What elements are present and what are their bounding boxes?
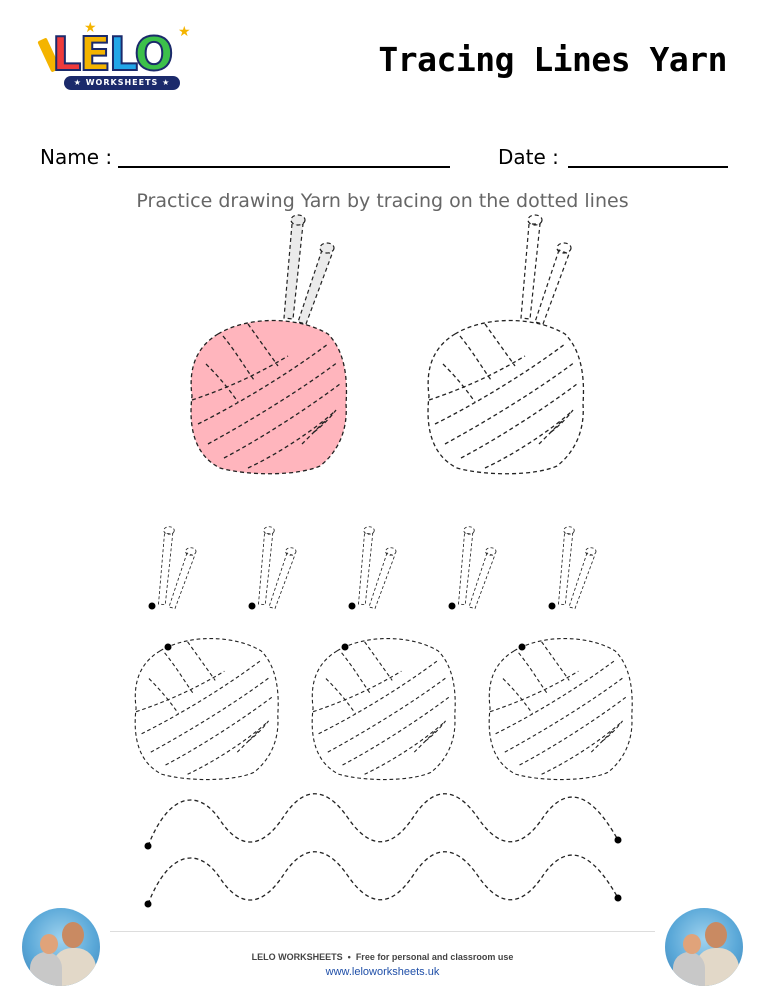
page-title: Tracing Lines Yarn [378,40,727,79]
start-dot [144,900,152,908]
needle-trace-1 [158,526,197,609]
logo-subtitle: ★ WORKSHEETS ★ [64,76,180,90]
start-dot [248,602,256,610]
end-dot [614,894,622,902]
needle-trace-3 [358,526,397,609]
footer-url-link[interactable]: www.leloworksheets.uk [325,966,440,978]
start-dot [548,602,556,610]
needle-trace-2 [258,526,297,609]
needle-trace-5 [558,526,597,609]
avatar [665,908,743,986]
yarn-trace-1 [134,637,279,781]
wave-line-1 [147,793,619,847]
start-dot [148,602,156,610]
needle-trace-4 [458,526,497,609]
start-dot [144,842,152,850]
instruction-text: Practice drawing Yarn by tracing on the … [136,190,629,212]
star-icon: ★ [84,20,97,36]
date-label: Date : [498,145,559,169]
needle-tracing-row [158,526,597,609]
example-yarn-outline [427,214,585,475]
end-dot [614,836,622,844]
example-yarn-colored [190,214,348,475]
name-label: Name : [40,145,113,169]
wave-line-2 [147,851,619,905]
footer-credit: LELO WORKSHEETS • Free for personal and … [251,952,514,962]
yarn-trace-2 [311,637,456,781]
start-dot [341,643,349,651]
logo-wordmark: LELO [51,26,175,82]
start-dot [518,643,526,651]
avatar [22,908,100,986]
yarn-tracing-row [134,637,633,781]
star-icon: ★ [178,24,191,40]
start-dot [164,643,172,651]
start-dot [448,602,456,610]
yarn-trace-3 [488,637,633,781]
wave-tracing-lines [147,793,619,905]
name-field-line[interactable] [118,166,450,168]
date-field-line[interactable] [568,166,728,168]
lelo-logo: ★ ★ LELO ★ WORKSHEETS ★ [37,20,194,96]
footer-divider [110,931,655,932]
start-dot [348,602,356,610]
